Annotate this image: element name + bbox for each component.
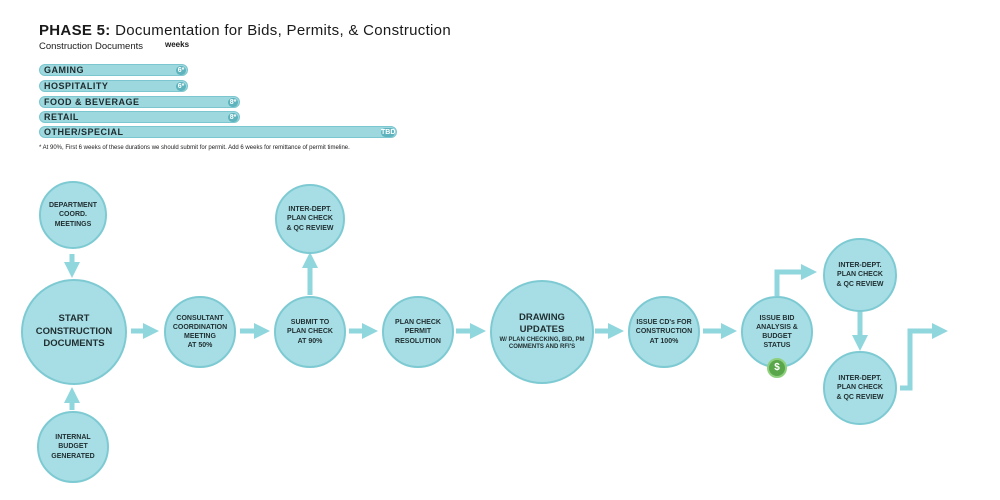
- header: PHASE 5: Documentation for Bids, Permits…: [39, 22, 451, 52]
- phase-title: Documentation for Bids, Permits, & Const…: [115, 22, 451, 39]
- node-consultant-coordination: CONSULTANT COORDINATION MEETING AT 50%: [164, 296, 236, 368]
- duration-label: HOSPITALITY: [44, 81, 109, 91]
- duration-label: RETAIL: [44, 112, 79, 122]
- node-issue-cds-for-construction: ISSUE CD's FOR CONSTRUCTION AT 100%: [628, 296, 700, 368]
- node-submit-to-plan-check: SUBMIT TO PLAN CHECK AT 90%: [274, 296, 346, 368]
- node-interdept-plan-check-3: INTER-DEPT. PLAN CHECK & QC REVIEW: [823, 351, 897, 425]
- arrow-interdept3-to-exit: [900, 322, 949, 391]
- duration-value: 6*: [176, 65, 186, 75]
- node-label: INTERNAL BUDGET GENERATED: [51, 434, 95, 460]
- node-department-coord-meetings: DEPARTMENT COORD. MEETINGS: [39, 181, 107, 249]
- phase-label: PHASE 5:: [39, 22, 111, 39]
- node-label: START CONSTRUCTION DOCUMENTS: [35, 313, 113, 350]
- arrow-bid-to-interdept2: [774, 263, 818, 296]
- node-label: SUBMIT TO PLAN CHECK AT 90%: [287, 319, 333, 345]
- node-label: ISSUE BID ANALYSIS & BUDGET STATUS: [756, 314, 798, 350]
- duration-bar-gaming: GAMING 6*: [39, 64, 188, 76]
- node-label: PLAN CHECK PERMIT RESOLUTION: [395, 319, 441, 345]
- duration-value: 6*: [176, 81, 186, 91]
- duration-bar-retail: RETAIL 8*: [39, 111, 240, 123]
- duration-value: TBD: [381, 127, 396, 137]
- duration-bar-hospitality: HOSPITALITY 6*: [39, 80, 188, 92]
- node-label: INTER-DEPT. PLAN CHECK & QC REVIEW: [836, 375, 884, 401]
- node-label: DEPARTMENT COORD. MEETINGS: [48, 202, 98, 228]
- node-label: INTER-DEPT. PLAN CHECK & QC REVIEW: [286, 206, 334, 232]
- duration-bar-food-beverage: FOOD & BEVERAGE 8*: [39, 96, 240, 108]
- node-interdept-plan-check-1: INTER-DEPT. PLAN CHECK & QC REVIEW: [275, 184, 345, 254]
- footnote: * At 90%, First 6 weeks of these duratio…: [39, 145, 350, 151]
- weeks-label: weeks: [165, 40, 190, 49]
- dollar-icon: $: [767, 358, 787, 378]
- node-sublabel: W/ PLAN CHECKING, BID, PM COMMENTS AND R…: [499, 337, 585, 351]
- duration-label: FOOD & BEVERAGE: [44, 97, 140, 107]
- node-start-construction-documents: START CONSTRUCTION DOCUMENTS: [21, 279, 127, 385]
- duration-label: OTHER/SPECIAL: [44, 127, 124, 137]
- node-internal-budget-generated: INTERNAL BUDGET GENERATED: [37, 411, 109, 483]
- page-title: PHASE 5: Documentation for Bids, Permits…: [39, 22, 451, 39]
- node-drawing-updates: DRAWING UPDATES W/ PLAN CHECKING, BID, P…: [490, 280, 594, 384]
- node-label: ISSUE CD's FOR CONSTRUCTION AT 100%: [635, 319, 693, 345]
- page-subtitle: Construction Documents: [39, 41, 144, 52]
- duration-value: 8*: [228, 97, 238, 107]
- node-label: INTER-DEPT. PLAN CHECK & QC REVIEW: [836, 262, 884, 288]
- node-label: DRAWING UPDATES: [519, 312, 565, 335]
- node-issue-bid-analysis: ISSUE BID ANALYSIS & BUDGET STATUS: [741, 296, 813, 368]
- node-plan-check-permit-resolution: PLAN CHECK PERMIT RESOLUTION: [382, 296, 454, 368]
- node-interdept-plan-check-2: INTER-DEPT. PLAN CHECK & QC REVIEW: [823, 238, 897, 312]
- node-label: CONSULTANT COORDINATION MEETING AT 50%: [172, 314, 228, 350]
- duration-bar-other-special: OTHER/SPECIAL TBD: [39, 126, 397, 138]
- duration-value: 8*: [228, 112, 238, 122]
- duration-label: GAMING: [44, 65, 84, 75]
